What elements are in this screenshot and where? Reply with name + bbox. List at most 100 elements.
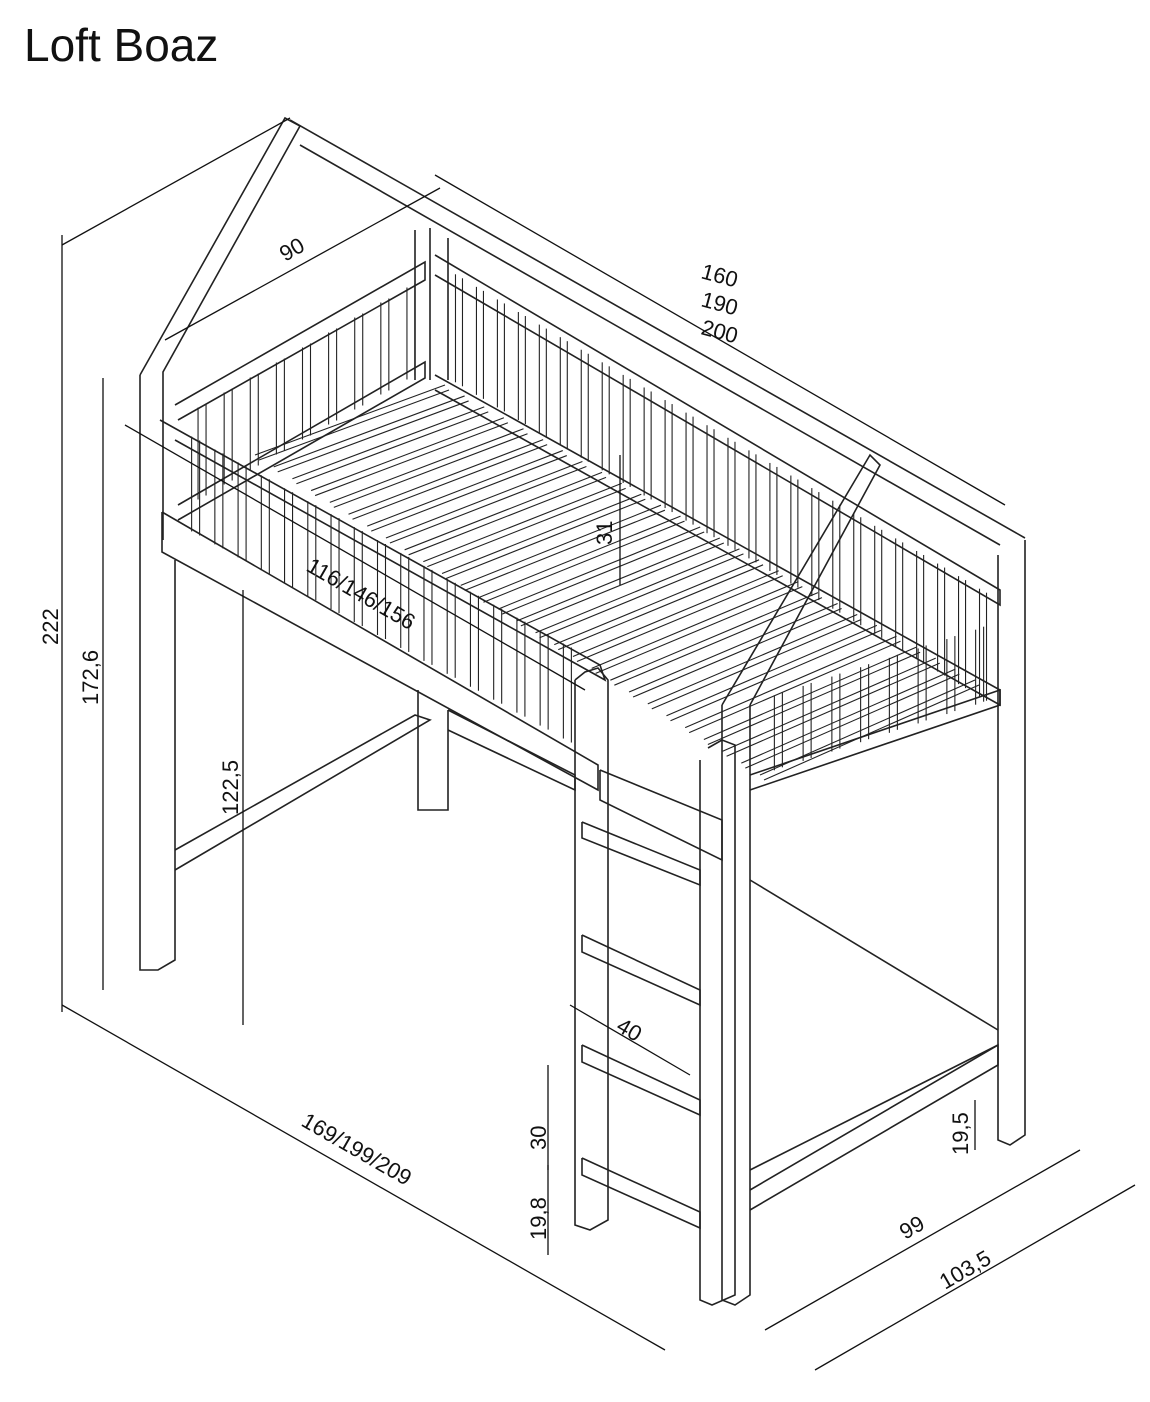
slat [385,460,583,539]
left-front-post [139,375,176,971]
dim-line-116 [124,424,586,691]
left-lower-rail [174,714,432,871]
label-31: 31 [592,521,617,545]
slat [666,624,878,717]
ladder-top-rail [599,769,723,862]
slat [277,400,469,473]
slat [254,384,446,456]
slat [258,389,450,461]
label-122-5: 122,5 [218,760,243,815]
ladder-rung-1 [581,821,701,887]
label-30: 30 [526,1126,551,1150]
slat [670,629,882,722]
slat [464,509,666,591]
right-floor-rail [749,1044,999,1171]
slat [273,395,465,468]
slat [595,586,803,674]
label-90: 90 [275,232,309,266]
right-roof-gable [721,453,881,706]
right-front-post [721,705,751,1306]
slat [520,542,725,627]
label-222: 222 [38,608,63,645]
slat [333,433,528,508]
ladder-rung-2 [581,934,701,1007]
ridge-rail [289,119,1026,539]
slat [389,465,587,544]
slat [759,679,976,776]
back-guard-top [434,254,1001,607]
label-169-199-209: 169/199/209 [298,1108,416,1191]
left-back-leg [417,690,449,811]
slat [296,411,489,485]
slat [684,635,897,729]
right-bottom-side [749,879,999,1031]
slat [632,608,842,698]
slat [516,537,721,622]
slat [371,455,567,532]
ladder-right-rail [699,739,736,1306]
slat [703,646,917,740]
slat [576,575,783,662]
slat [348,439,544,515]
ladder-rung-3 [581,1044,701,1117]
label-40: 40 [613,1013,647,1047]
slat [404,471,603,551]
front-deck-rail [161,511,599,792]
slat [554,559,760,646]
bed-frame [139,116,1026,1306]
dim-line-length [434,174,1006,506]
label-172-6: 172,6 [78,650,103,705]
slat [445,498,646,580]
slat [497,526,701,610]
slat [572,570,779,657]
slat [614,597,823,686]
right-deck-rail [749,688,1001,791]
dim-line-1035 [814,1184,1136,1371]
ridge-rail-inner [299,144,1001,546]
dim-line-99 [764,1149,1081,1331]
slat [745,673,960,769]
slat [329,428,524,503]
ladder-left-rail [574,667,609,1231]
left-roof-gable [139,116,302,540]
slat-base [254,384,980,781]
back-lower-rail [447,709,576,792]
slat [314,422,509,497]
slat [647,613,858,705]
slat [726,662,940,757]
left-end-guard-top [174,260,426,421]
dim-line-total-length [61,1004,666,1351]
label-19-5: 19,5 [948,1112,973,1155]
right-back-post [997,540,1026,1146]
slat [591,581,799,669]
slat [722,657,936,752]
slat [292,406,485,480]
right-lower-rail [749,1043,999,1211]
label-116-146-156: 116/146/156 [303,553,420,635]
slat [460,504,662,586]
slat [651,618,862,710]
slat [479,515,681,598]
slat [628,603,838,693]
slat [707,651,921,745]
guard-balusters [191,274,988,771]
slat [423,482,622,563]
slat [483,520,685,603]
slat [310,417,505,492]
ladder-rung-4 [581,1157,701,1230]
slat [367,450,563,527]
slat [352,444,548,520]
label-200: 200 [699,315,741,349]
dim-line-90 [164,187,441,341]
slat [539,553,744,639]
dim-line-222-top [61,117,291,246]
slat [763,684,980,781]
page-title: Loft Boaz [24,19,219,71]
slat [427,487,626,568]
label-19-8: 19,8 [526,1197,551,1240]
slat [610,592,819,681]
left-end-guard-bottom [177,360,426,521]
slat [688,640,901,734]
slat [408,476,607,556]
